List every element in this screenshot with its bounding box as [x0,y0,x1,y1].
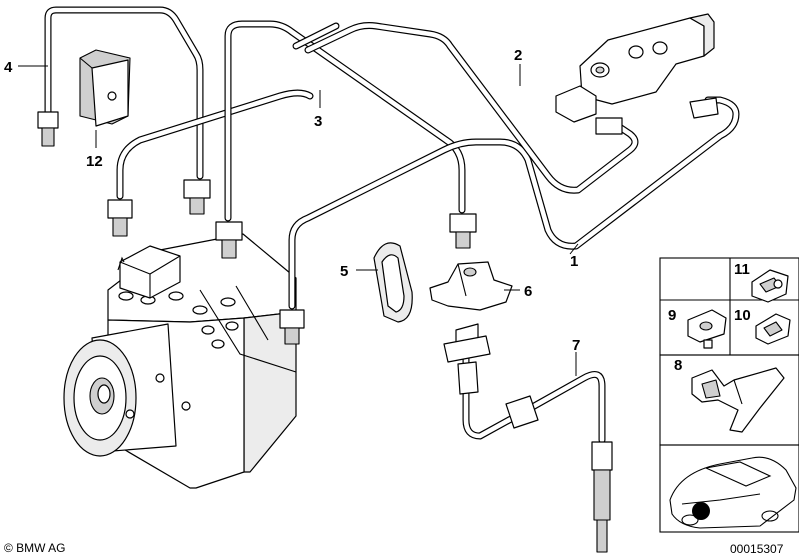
location-marker [692,502,710,520]
rubber-mount-12 [79,49,131,127]
fitting-nut [183,179,211,215]
callout-5: 5 [340,263,348,280]
callout-12: 12 [86,153,103,170]
callout-1: 1 [570,253,578,270]
callout-10: 10 [734,307,751,324]
pipe-fittings [37,111,477,345]
fitting-nut [37,111,59,147]
fitting-nut [215,221,243,259]
brake-pipes [44,6,740,310]
fitting-nut [449,213,477,249]
callout-labels: 1 2 3 4 5 6 7 8 9 10 11 12 [4,47,751,374]
diagram-number: 00015307 [730,542,784,556]
bracket-8 [691,367,785,433]
callout-8: 8 [674,357,682,374]
clip-11 [751,269,789,303]
copyright-text: © BMW AG [4,541,66,555]
bracket-6 [429,261,513,311]
abs-hydraulic-unit [63,233,297,489]
grommet-5 [373,242,413,323]
fitting-nut [279,309,305,345]
fitting-nut [107,199,133,237]
callout-2: 2 [514,47,522,64]
brake-hose-7 [443,323,613,553]
leader-lines [18,64,579,376]
master-cylinder-fitting [555,13,719,135]
car-locator-icon [669,456,797,529]
callout-3: 3 [314,113,322,130]
detail-panels [659,257,799,533]
callout-11: 11 [734,261,750,278]
callout-4: 4 [4,59,13,76]
callout-6: 6 [524,283,532,300]
callout-9: 9 [668,307,676,324]
callout-7: 7 [572,337,580,354]
clip-9 [687,309,727,349]
clip-10 [755,313,791,345]
panel-car [659,444,799,533]
pipe-3 [224,20,466,222]
